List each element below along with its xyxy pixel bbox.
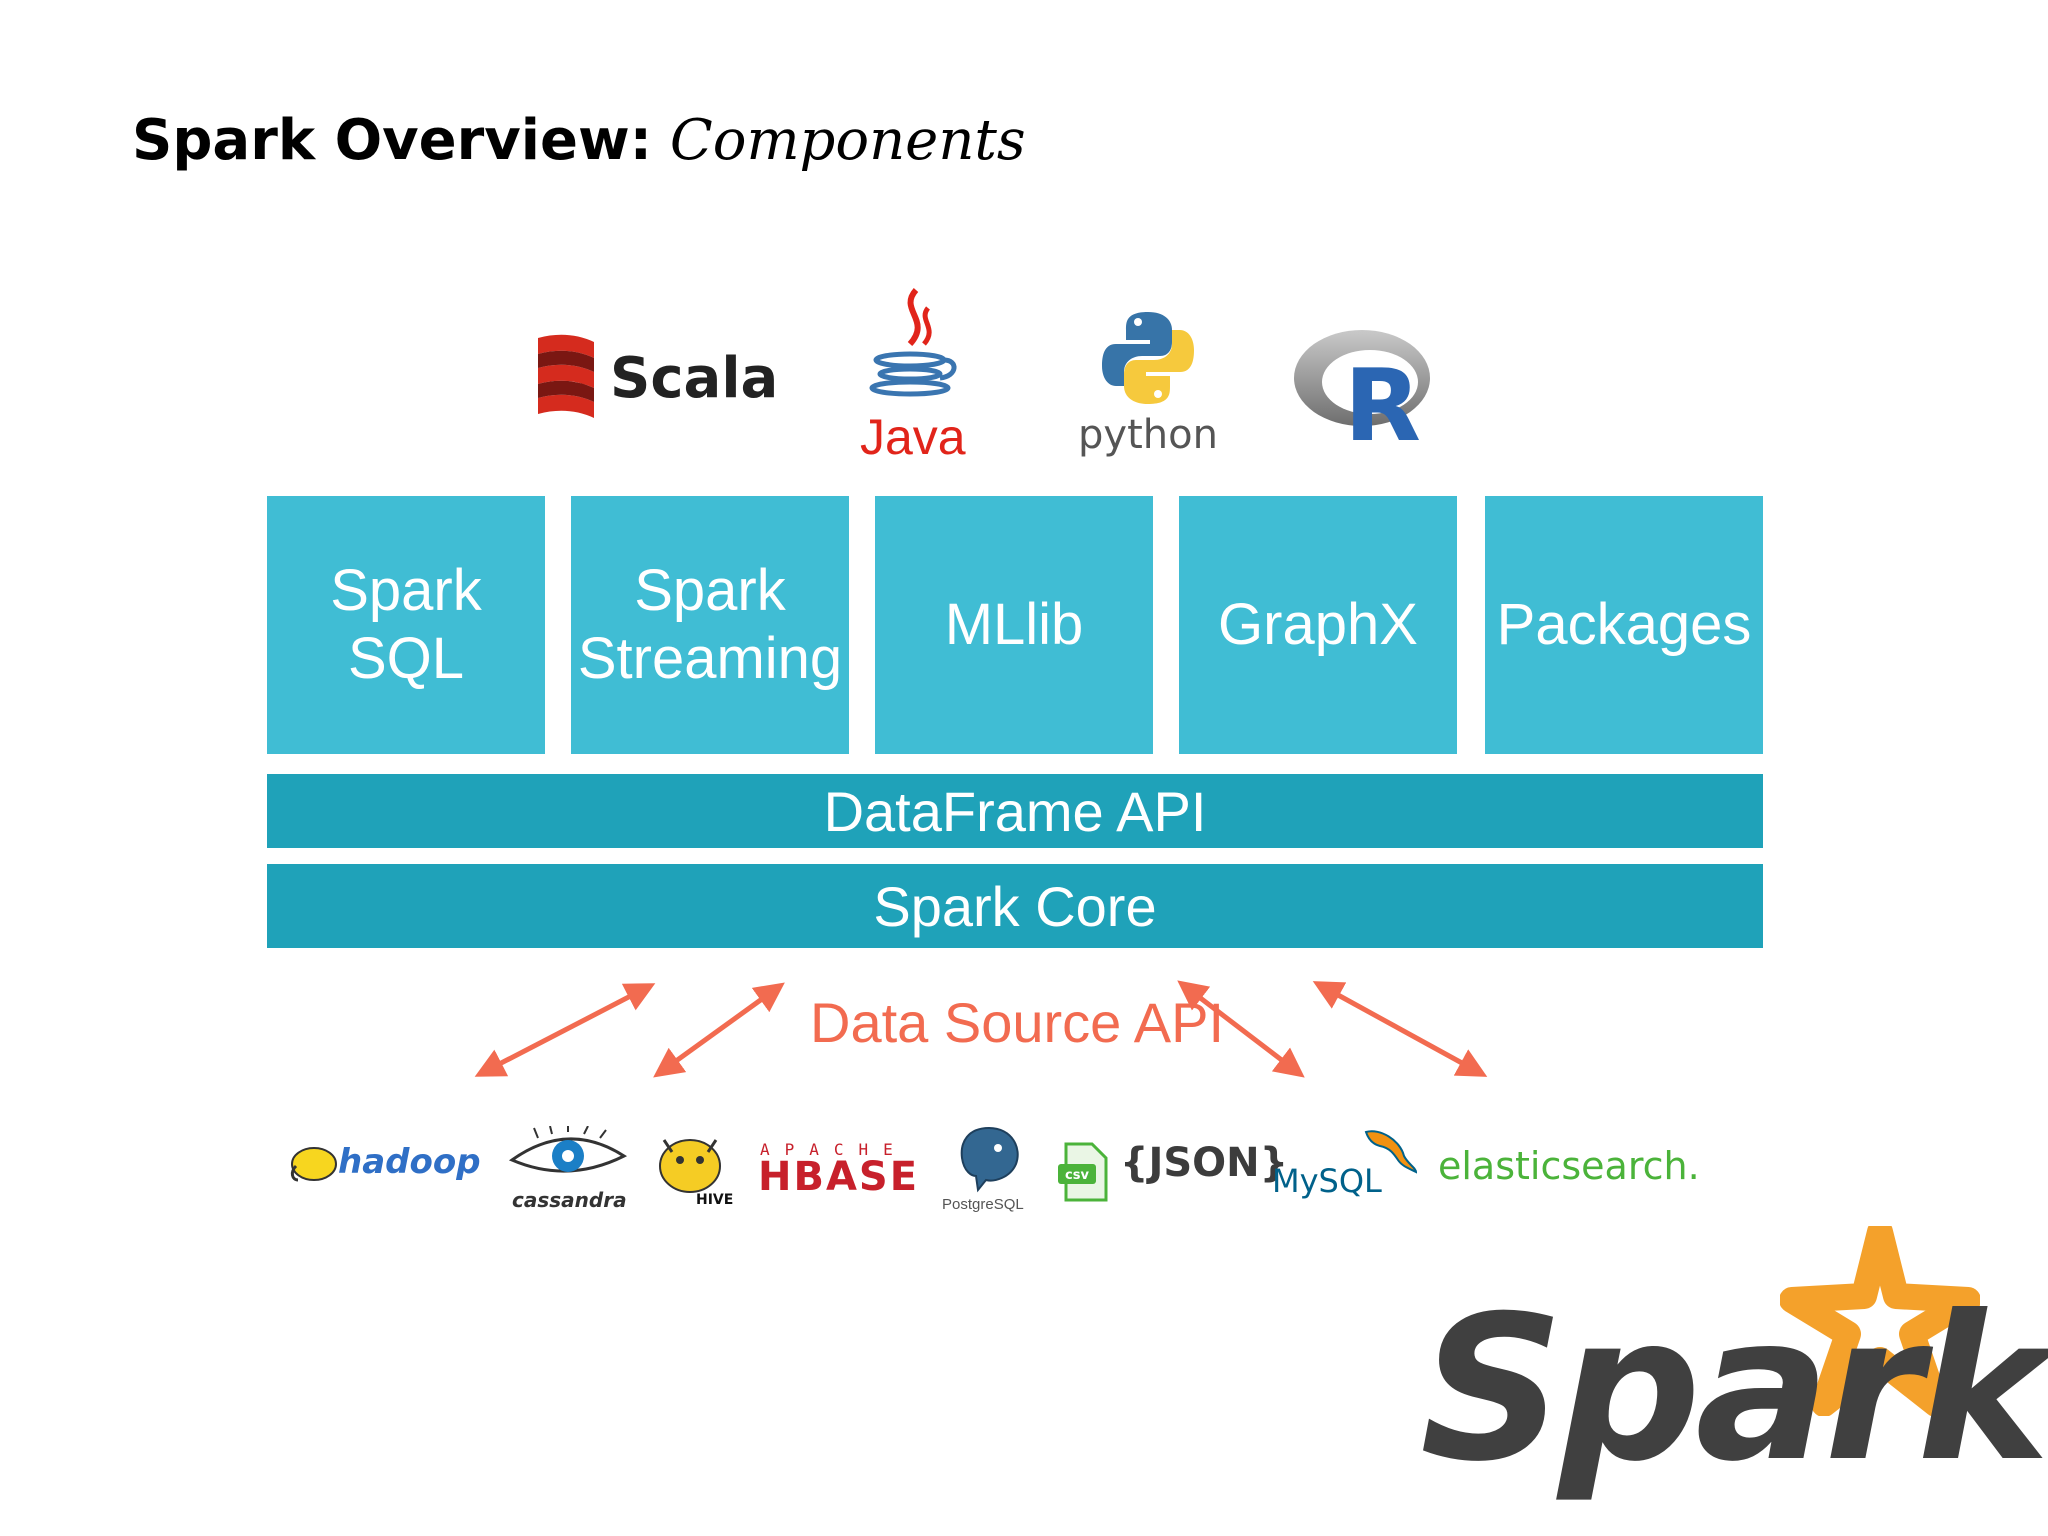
r-label: R [1344, 347, 1421, 452]
python-label: python [1078, 412, 1218, 458]
json-logo: {JSON} [1120, 1140, 1288, 1186]
component-packages: Packages [1485, 496, 1763, 754]
slide-title: Spark Overview: Components [132, 108, 1026, 173]
hadoop-elephant-icon [290, 1147, 337, 1182]
hive-label: HIVE [696, 1192, 734, 1208]
component-mllib: MLlib [875, 496, 1153, 754]
spark-core-layer: Spark Core [267, 864, 1763, 948]
mysql-dolphin-icon [1364, 1130, 1418, 1174]
r-logo: R [1290, 322, 1440, 464]
mysql-label: MySQL [1272, 1162, 1382, 1200]
spark-wordmark: Spark [1420, 1273, 2048, 1506]
csv-file-icon: csv [1058, 1142, 1108, 1202]
arrow-cassandra [653, 982, 785, 1078]
python-logo: python [1076, 308, 1226, 468]
postgresql-logo: PostgreSQL [940, 1124, 1040, 1220]
elasticsearch-logo: elasticsearch. [1438, 1144, 1700, 1188]
data-source-api-label: Data Source API [810, 991, 1225, 1054]
apache-label: APACHE [760, 1140, 908, 1159]
arrow-hadoop [474, 983, 656, 1077]
title-bold: Spark Overview: [132, 108, 653, 173]
arrow-elasticsearch [1312, 981, 1488, 1077]
cassandra-eye-icon [508, 1126, 628, 1173]
java-logo: Java [858, 286, 968, 466]
json-label: {JSON} [1120, 1140, 1289, 1186]
component-spark-sql: Spark SQL [267, 496, 545, 754]
elasticsearch-label: elasticsearch. [1438, 1144, 1700, 1188]
hbase-logo: APACHE HBASE [758, 1140, 918, 1200]
csv-label: csv [1065, 1168, 1089, 1183]
spark-star-icon [1780, 1226, 1980, 1416]
r-icon: R [1294, 330, 1430, 464]
cassandra-logo: cassandra [508, 1126, 628, 1216]
postgresql-elephant-icon [960, 1126, 1019, 1193]
mysql-logo: MySQL [1272, 1126, 1422, 1206]
python-snakes-icon [1102, 312, 1194, 404]
hive-logo: HIVE [650, 1130, 734, 1210]
postgresql-label: PostgreSQL [942, 1196, 1024, 1213]
java-cup-icon [869, 287, 957, 397]
arrow-mysql [1177, 980, 1305, 1078]
component-spark-streaming: Spark Streaming [571, 496, 849, 754]
scala-icon [538, 334, 594, 418]
java-label: Java [860, 409, 966, 465]
cassandra-label: cassandra [512, 1188, 627, 1212]
hadoop-label: hadoop [338, 1142, 481, 1182]
title-italic: Components [669, 108, 1026, 173]
hbase-label: HBASE [758, 1154, 920, 1200]
hive-bee-icon [659, 1139, 721, 1193]
component-graphx: GraphX [1179, 496, 1457, 754]
dataframe-api-layer: DataFrame API [267, 774, 1763, 848]
csv-logo: csv [1056, 1142, 1112, 1206]
scala-label: Scala [610, 346, 779, 411]
